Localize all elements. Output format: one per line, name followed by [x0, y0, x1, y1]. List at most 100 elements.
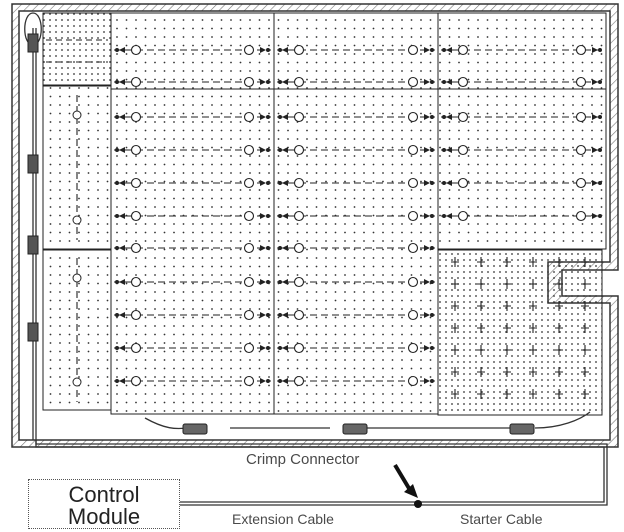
- arrow-icon: [282, 279, 288, 285]
- thermostat-icon: [243, 276, 255, 288]
- sensor-mark: [451, 257, 459, 267]
- arrow-icon: [424, 345, 430, 351]
- sensor-mark: [529, 257, 537, 267]
- thermostat-icon: [130, 177, 142, 189]
- thermostat-icon: [407, 276, 419, 288]
- cable-run: [114, 276, 271, 288]
- arrow-icon: [446, 147, 452, 153]
- sensor-mark: [581, 301, 589, 311]
- thermostat-icon: [130, 111, 142, 123]
- sensor-mark: [477, 323, 485, 333]
- arrow-icon: [260, 180, 266, 186]
- thermostat-icon: [457, 76, 469, 88]
- sensor-mark: [451, 301, 459, 311]
- arrow-icon: [424, 79, 430, 85]
- thermostat-icon: [72, 215, 82, 225]
- sensor-mark: [477, 301, 485, 311]
- cable-run: [441, 76, 603, 88]
- connector-icon: [27, 33, 39, 53]
- arrow-icon: [592, 47, 598, 53]
- thermostat-icon: [457, 177, 469, 189]
- cable-run: [277, 177, 435, 189]
- heating-panels: [42, 12, 607, 416]
- panel-corner-dense: [437, 249, 603, 416]
- arrow-icon: [260, 279, 266, 285]
- arrow-icon: [119, 245, 125, 251]
- arrow-icon: [446, 180, 452, 186]
- arrow-icon: [119, 378, 125, 384]
- thermostat-icon: [293, 177, 305, 189]
- thermostat-icon: [575, 76, 587, 88]
- arrow-icon: [424, 180, 430, 186]
- cable-run: [277, 342, 435, 354]
- bottom-connectors: [182, 423, 535, 435]
- sensor-mark: [477, 279, 485, 289]
- arrow-icon: [282, 180, 288, 186]
- sensor-mark: [477, 389, 485, 399]
- control-module-line1: Control: [68, 482, 140, 507]
- arrow-icon: [404, 484, 418, 498]
- arrow-icon: [282, 378, 288, 384]
- cable-run: [114, 76, 271, 88]
- crimp-connector-label: Crimp Connector: [246, 451, 360, 468]
- arrow-icon: [592, 213, 598, 219]
- thermostat-icon: [293, 309, 305, 321]
- starter-cable-label: Starter Cable: [460, 511, 543, 527]
- thermostat-icon: [130, 44, 142, 56]
- connector-icon: [27, 235, 39, 255]
- sensor-mark: [529, 279, 537, 289]
- sensor-mark: [581, 367, 589, 377]
- thermostat-icon: [575, 144, 587, 156]
- thermostat-icon: [293, 144, 305, 156]
- cable-run: [277, 375, 435, 387]
- thermostat-icon: [457, 210, 469, 222]
- left-wall-connectors: [27, 33, 39, 342]
- thermostat-icon: [243, 342, 255, 354]
- thermostat-icon: [72, 273, 82, 283]
- sensor-mark: [529, 323, 537, 333]
- thermostat-icon: [243, 76, 255, 88]
- sensor-mark: [503, 279, 511, 289]
- sensor-mark: [581, 257, 589, 267]
- cable-run: [441, 210, 603, 222]
- arrow-icon: [424, 312, 430, 318]
- heating-cable-runs: [114, 44, 603, 399]
- arrow-icon: [424, 147, 430, 153]
- thermostat-icon: [243, 144, 255, 156]
- arrow-icon: [424, 213, 430, 219]
- sensor-mark: [451, 323, 459, 333]
- thermostat-icon: [243, 44, 255, 56]
- thermostat-icon: [575, 44, 587, 56]
- control-module-box: Control Module: [28, 479, 180, 529]
- thermostat-icon: [575, 210, 587, 222]
- arrow-icon: [260, 114, 266, 120]
- left-column-elements: [46, 39, 108, 402]
- thermostat-icon: [407, 342, 419, 354]
- arrow-icon: [424, 114, 430, 120]
- vertical-run: [72, 258, 82, 402]
- connector-icon: [27, 322, 39, 342]
- panel-small-top-left: [42, 12, 112, 86]
- arrow-icon: [282, 79, 288, 85]
- control-module-line2: Module: [67, 504, 141, 529]
- thermostat-icon: [243, 375, 255, 387]
- sensor-mark: [451, 279, 459, 289]
- connector-icon: [182, 423, 208, 435]
- thermostat-icon: [293, 242, 305, 254]
- thermostat-icon: [407, 309, 419, 321]
- arrow-icon: [260, 79, 266, 85]
- thermostat-icon: [293, 210, 305, 222]
- cable-run: [114, 375, 271, 387]
- extension-cable-label: Extension Cable: [232, 511, 334, 527]
- arrow-icon: [592, 114, 598, 120]
- sensor-mark: [555, 257, 563, 267]
- sensor-mark: [529, 367, 537, 377]
- thermostat-icon: [130, 210, 142, 222]
- thermostat-icon: [243, 111, 255, 123]
- thermostat-icon: [130, 144, 142, 156]
- arrow-icon: [592, 180, 598, 186]
- sensor-mark: [503, 345, 511, 355]
- thermostat-icon: [407, 76, 419, 88]
- sensor-mark: [477, 367, 485, 377]
- thermostat-icon: [293, 44, 305, 56]
